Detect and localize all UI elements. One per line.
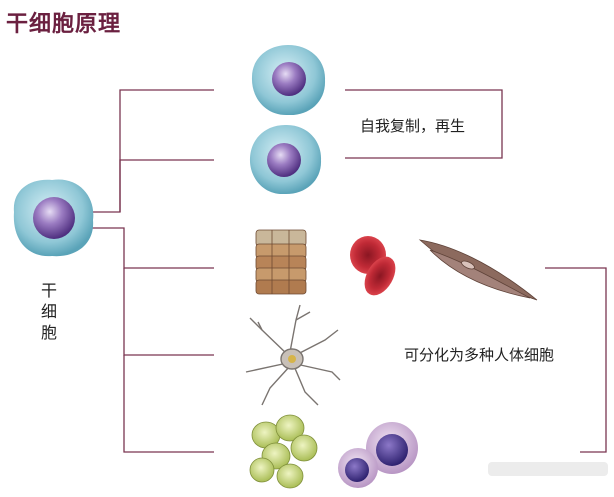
differentiate-text: 可分化为多种人体细胞 xyxy=(404,346,555,364)
self-renew-text: 自我复制，再生 xyxy=(360,117,466,135)
connector-lines xyxy=(92,89,607,453)
neuron-icon xyxy=(245,304,341,406)
white-blood-cell-icon xyxy=(338,422,418,488)
epithelial-tissue-icon xyxy=(255,229,307,295)
stem-cell-label-char-1: 干 xyxy=(40,281,57,300)
red-blood-cell-icon xyxy=(350,236,396,296)
self-renew-cell-1 xyxy=(251,45,326,116)
page-title: 干细胞原理 xyxy=(6,12,122,37)
self-renew-cell-2 xyxy=(249,124,322,195)
stem-cell-label-char-2: 细 xyxy=(40,302,57,321)
stem-cell-label-char-3: 胞 xyxy=(40,323,57,342)
smooth-muscle-cell-icon xyxy=(418,239,538,301)
liver-cell-cluster-icon xyxy=(249,414,318,489)
stem-cell-label: 干 细 胞 xyxy=(38,280,60,343)
watermark-blur xyxy=(488,462,608,476)
stem-cell-icon xyxy=(13,179,94,257)
